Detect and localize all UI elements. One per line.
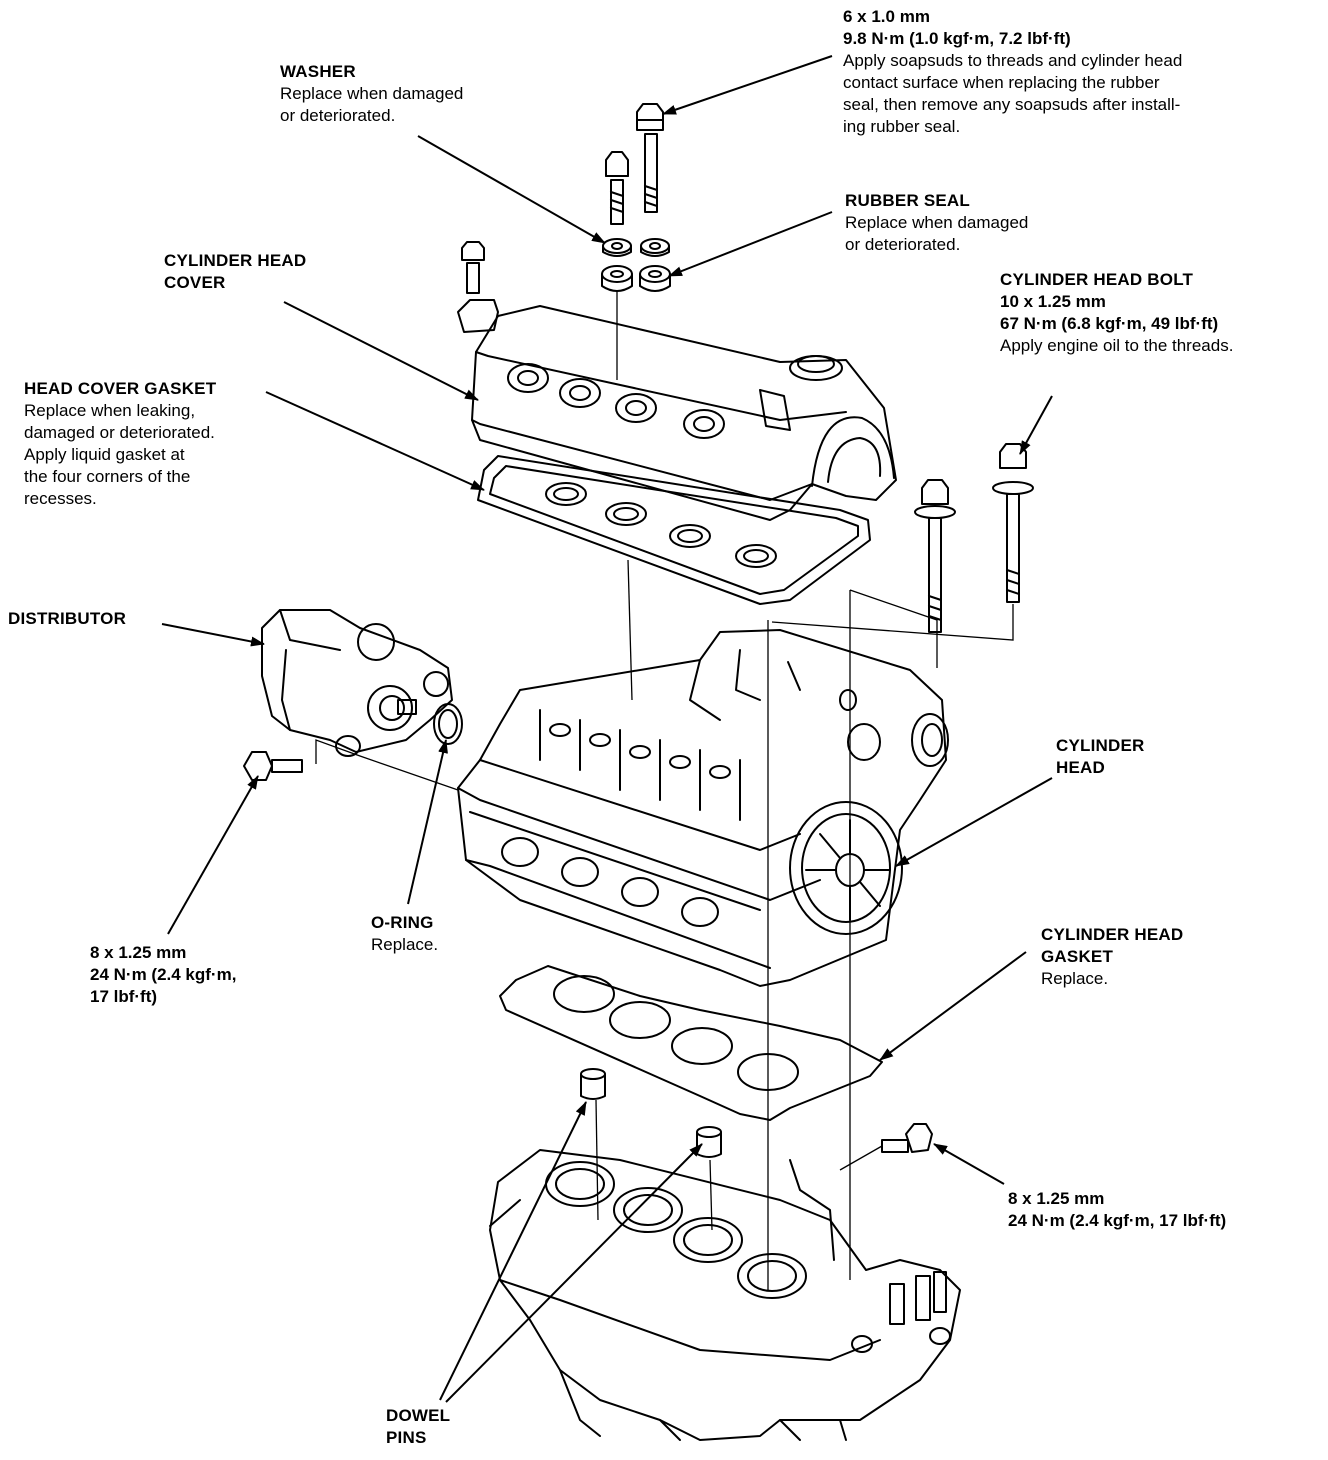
top-bolt-leader [662, 55, 833, 115]
head-gasket-leader [879, 951, 1027, 1061]
o-ring-title: O-RING [371, 913, 434, 932]
alignment-lines [315, 290, 1014, 1290]
cylinder-head-cover-callout: CYLINDER HEAD COVER [164, 250, 306, 294]
block-bolt-callout: 8 x 1.25 mm 24 N·m (2.4 kgf·m, 17 lbf·ft… [1008, 1188, 1226, 1232]
distributor-title: DISTRIBUTOR [8, 609, 127, 628]
block-bolt-spec: 24 N·m (2.4 kgf·m, 17 lbf·ft) [1008, 1211, 1227, 1230]
head-cover-gasket-leader [265, 391, 485, 491]
washer-parts [602, 238, 670, 257]
head-cover-gasket-note-line: Replace when leaking, [24, 401, 196, 420]
head-cover-gasket [477, 455, 871, 605]
head-cover-gasket-note-line: Apply liquid gasket at [24, 445, 185, 464]
dowel-pins-title: DOWEL [386, 1406, 451, 1425]
distributor [261, 609, 453, 757]
distributor-bolt-leader [167, 775, 259, 935]
o-ring-part [433, 703, 463, 745]
top-bolt-spec-torque: 9.8 N·m (1.0 kgf·m, 7.2 lbf·ft) [843, 29, 1071, 48]
top-bolt-note-line: seal, then remove any soapsuds after ins… [843, 95, 1181, 114]
dowel-leader-1 [439, 1101, 587, 1401]
rubber-seal-leader [668, 211, 833, 277]
cylinder-head-leader [895, 777, 1053, 867]
washer-leader [417, 135, 606, 244]
head-cover-gasket-callout: HEAD COVER GASKET Replace when leaking, … [24, 378, 216, 510]
dowel-pins-title: PINS [386, 1428, 427, 1447]
rubber-seal-title: RUBBER SEAL [845, 191, 970, 210]
washer-callout: WASHER Replace when damaged or deteriora… [280, 61, 463, 127]
dowel-pins-callout: DOWEL PINS [386, 1405, 450, 1449]
rubber-seal-note-line: or deteriorated. [845, 235, 961, 254]
cylinder-head-bolt-callout: CYLINDER HEAD BOLT 10 x 1.25 mm 67 N·m (… [1000, 269, 1233, 357]
rubber-seal-callout: RUBBER SEAL Replace when damaged or dete… [845, 190, 1028, 256]
top-bolt-callout: 6 x 1.0 mm 9.8 N·m (1.0 kgf·m, 7.2 lbf·f… [843, 6, 1182, 138]
leader-arrows [161, 55, 1053, 1403]
distributor-mount-bolt [243, 751, 303, 781]
washer-note-line: Replace when damaged [280, 84, 464, 103]
cylinder-head-cover-title: CYLINDER HEAD [164, 251, 307, 270]
head-cover-gasket-note-line: damaged or deteriorated. [24, 423, 215, 442]
head-cover-gasket-note-line: the four corners of the [24, 467, 191, 486]
cylinder-head-bolt-title: CYLINDER HEAD BOLT [1000, 270, 1194, 289]
block-side-bolt [881, 1123, 933, 1153]
top-bolt-note-line: contact surface when replacing the rubbe… [843, 73, 1160, 92]
o-ring-note: Replace. [371, 935, 439, 954]
cover-bolt-right [636, 103, 664, 213]
cylinder-head [457, 629, 949, 987]
cylinder-head-bolt-right [992, 443, 1034, 603]
bracket-bolt [457, 241, 499, 333]
block-bolt-leader [933, 1143, 1005, 1185]
cylinder-head-gasket [499, 965, 883, 1121]
head-bolt-leader [1019, 395, 1053, 455]
cylinder-head-title: HEAD [1056, 758, 1105, 777]
head-cover-gasket-note-line: recesses. [24, 489, 97, 508]
cylinder-head-gasket-title: GASKET [1041, 947, 1114, 966]
head-cover-leader [283, 301, 479, 401]
distributor-bolt-spec: 24 N·m (2.4 kgf·m, [90, 965, 237, 984]
cylinder-head-cover [471, 305, 897, 521]
rubber-seal-parts [601, 265, 671, 292]
top-bolt-spec-size: 6 x 1.0 mm [843, 7, 930, 26]
top-bolt-note-line: Apply soapsuds to threads and cylinder h… [843, 51, 1183, 70]
block-bolt-spec: 8 x 1.25 mm [1008, 1189, 1105, 1208]
cylinder-head-gasket-note: Replace. [1041, 969, 1109, 988]
engine-block [489, 1149, 961, 1441]
head-cover-gasket-title: HEAD COVER GASKET [24, 379, 217, 398]
washer-title: WASHER [280, 62, 356, 81]
cylinder-head-bolt-spec-size: 10 x 1.25 mm [1000, 292, 1106, 311]
dowel-leader-2 [445, 1143, 703, 1403]
cylinder-head-bolt-left [914, 479, 956, 633]
top-bolt-note-line: ing rubber seal. [843, 117, 961, 136]
cylinder-head-callout: CYLINDER HEAD [1056, 735, 1145, 779]
o-ring-leader [407, 739, 448, 905]
distributor-callout: DISTRIBUTOR [8, 608, 126, 630]
cylinder-head-gasket-callout: CYLINDER HEAD GASKET Replace. [1041, 924, 1183, 990]
distributor-bolt-callout: 8 x 1.25 mm 24 N·m (2.4 kgf·m, 17 lbf·ft… [90, 942, 236, 1008]
cover-bolt-left [605, 151, 629, 225]
cylinder-head-gasket-title: CYLINDER HEAD [1041, 925, 1184, 944]
cylinder-head-cover-title: COVER [164, 273, 226, 292]
cam-pulley [789, 801, 903, 935]
distributor-leader [161, 623, 265, 647]
distributor-bolt-spec: 17 lbf·ft) [90, 987, 158, 1006]
cylinder-head-title: CYLINDER [1056, 736, 1145, 755]
distributor-bolt-spec: 8 x 1.25 mm [90, 943, 187, 962]
cylinder-head-bolt-note: Apply engine oil to the threads. [1000, 336, 1234, 355]
o-ring-callout: O-RING Replace. [371, 912, 438, 956]
rubber-seal-note-line: Replace when damaged [845, 213, 1029, 232]
dowel-pin-parts [580, 1068, 722, 1158]
washer-note-line: or deteriorated. [280, 106, 396, 125]
cylinder-head-bolt-spec-torque: 67 N·m (6.8 kgf·m, 49 lbf·ft) [1000, 314, 1219, 333]
